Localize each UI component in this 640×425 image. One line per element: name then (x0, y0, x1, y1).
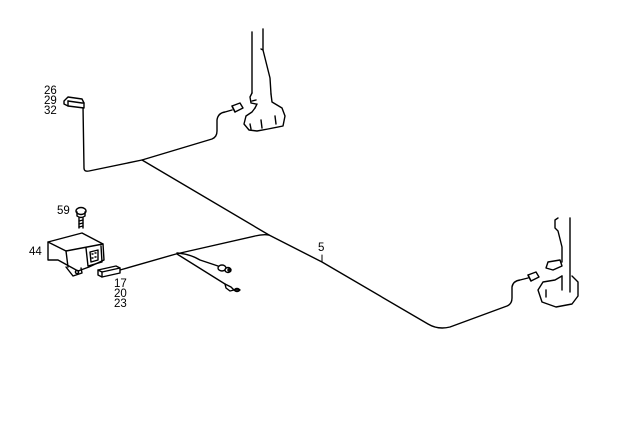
lower-connector-plug-icon (97, 265, 121, 278)
callout-26: 26 (44, 85, 57, 97)
right-buckle-assembly-icon (527, 217, 579, 308)
callout-23: 23 (114, 298, 127, 310)
callout-20: 20 (114, 288, 127, 300)
callout-lower-connector: 17 20 23 (114, 278, 127, 310)
callout-5: 5 (318, 242, 325, 254)
screw-icon (75, 206, 87, 229)
callout-17: 17 (114, 278, 127, 290)
callout-29: 29 (44, 95, 57, 107)
ground-terminal-icon (224, 283, 241, 293)
left-buckle-assembly-icon (231, 28, 286, 132)
callout-upper-connector: 26 29 32 (44, 85, 57, 117)
main-harness-wire (82, 105, 529, 329)
callout-59: 59 (57, 205, 70, 217)
callout-44: 44 (29, 246, 42, 258)
branch-sensor-plug-icon (217, 264, 232, 274)
upper-connector-plug-icon (63, 96, 85, 109)
control-unit-icon (47, 232, 105, 277)
callout-32: 32 (44, 105, 57, 117)
